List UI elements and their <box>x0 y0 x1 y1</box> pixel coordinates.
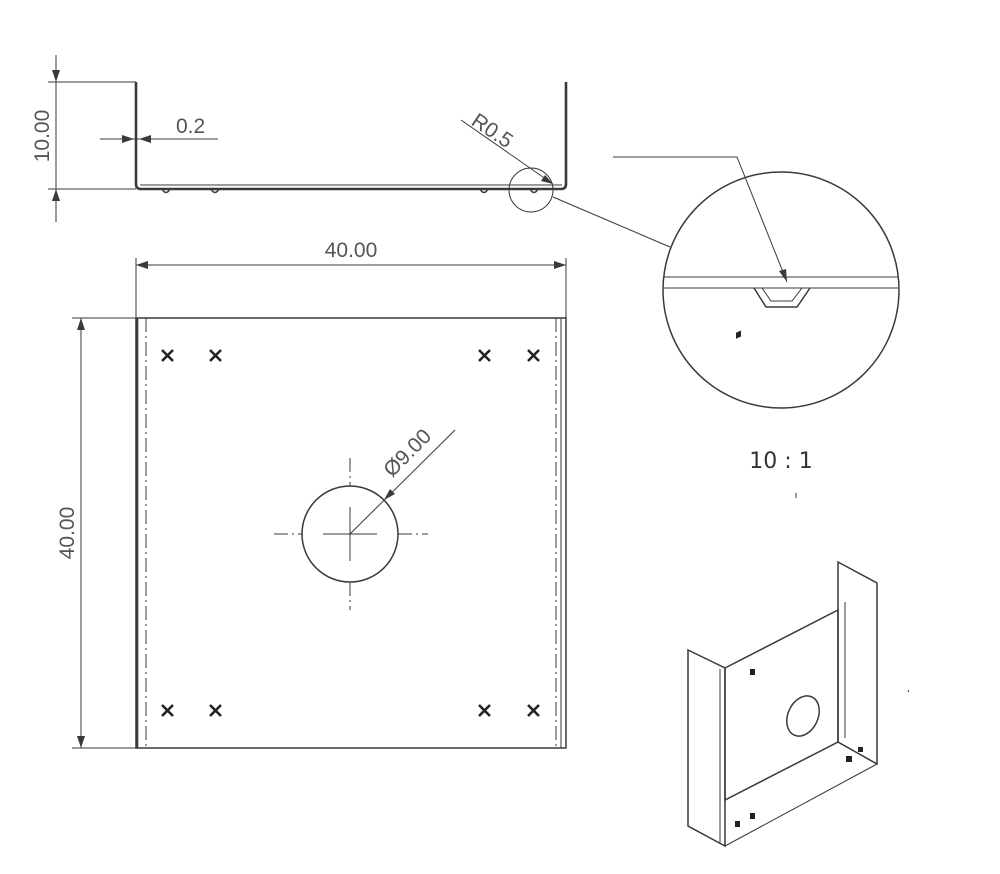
x-marker <box>478 704 491 717</box>
iso-hole <box>786 695 820 737</box>
side-view: 10.00 0.2 R0.5 <box>31 55 671 248</box>
side-view-profile <box>134 82 568 191</box>
dimple-markers <box>161 188 539 194</box>
iso-dimples <box>735 330 863 827</box>
detail-view: 10 : 1 <box>613 156 900 498</box>
x-marker <box>527 349 540 362</box>
x-marker <box>209 349 222 362</box>
bend-radius-label: R0.5 <box>467 109 517 153</box>
thickness-label: 0.2 <box>176 115 205 138</box>
x-marker <box>161 704 174 717</box>
width-label: 40.00 <box>325 239 378 262</box>
center-hole: Ø9.00 <box>274 425 456 610</box>
height-label: 40.00 <box>56 507 79 560</box>
hole-diameter-label: Ø9.00 <box>379 425 436 482</box>
detail-leader <box>613 156 788 283</box>
detail-scale-label: 10 : 1 <box>749 449 812 474</box>
x-markers <box>161 349 540 717</box>
x-marker <box>161 349 174 362</box>
isometric-view <box>687 330 910 848</box>
detail-dimple <box>753 287 811 308</box>
detail-callout-circle <box>508 167 554 213</box>
x-marker <box>527 704 540 717</box>
detail-view-circle <box>662 171 900 409</box>
x-marker <box>209 704 222 717</box>
bend-radius-leader: R0.5 <box>460 109 554 185</box>
x-marker <box>478 349 491 362</box>
width-dimension: 40.00 <box>135 239 567 318</box>
plan-view: 40.00 40.00 Ø9.00 <box>56 239 567 749</box>
side-height-label: 10.00 <box>31 110 54 163</box>
height-dimension: 40.00 <box>56 317 136 749</box>
detail-connector-line <box>552 196 671 248</box>
side-height-dimension: 10.00 <box>31 55 136 222</box>
thickness-dimension: 0.2 <box>100 115 218 143</box>
